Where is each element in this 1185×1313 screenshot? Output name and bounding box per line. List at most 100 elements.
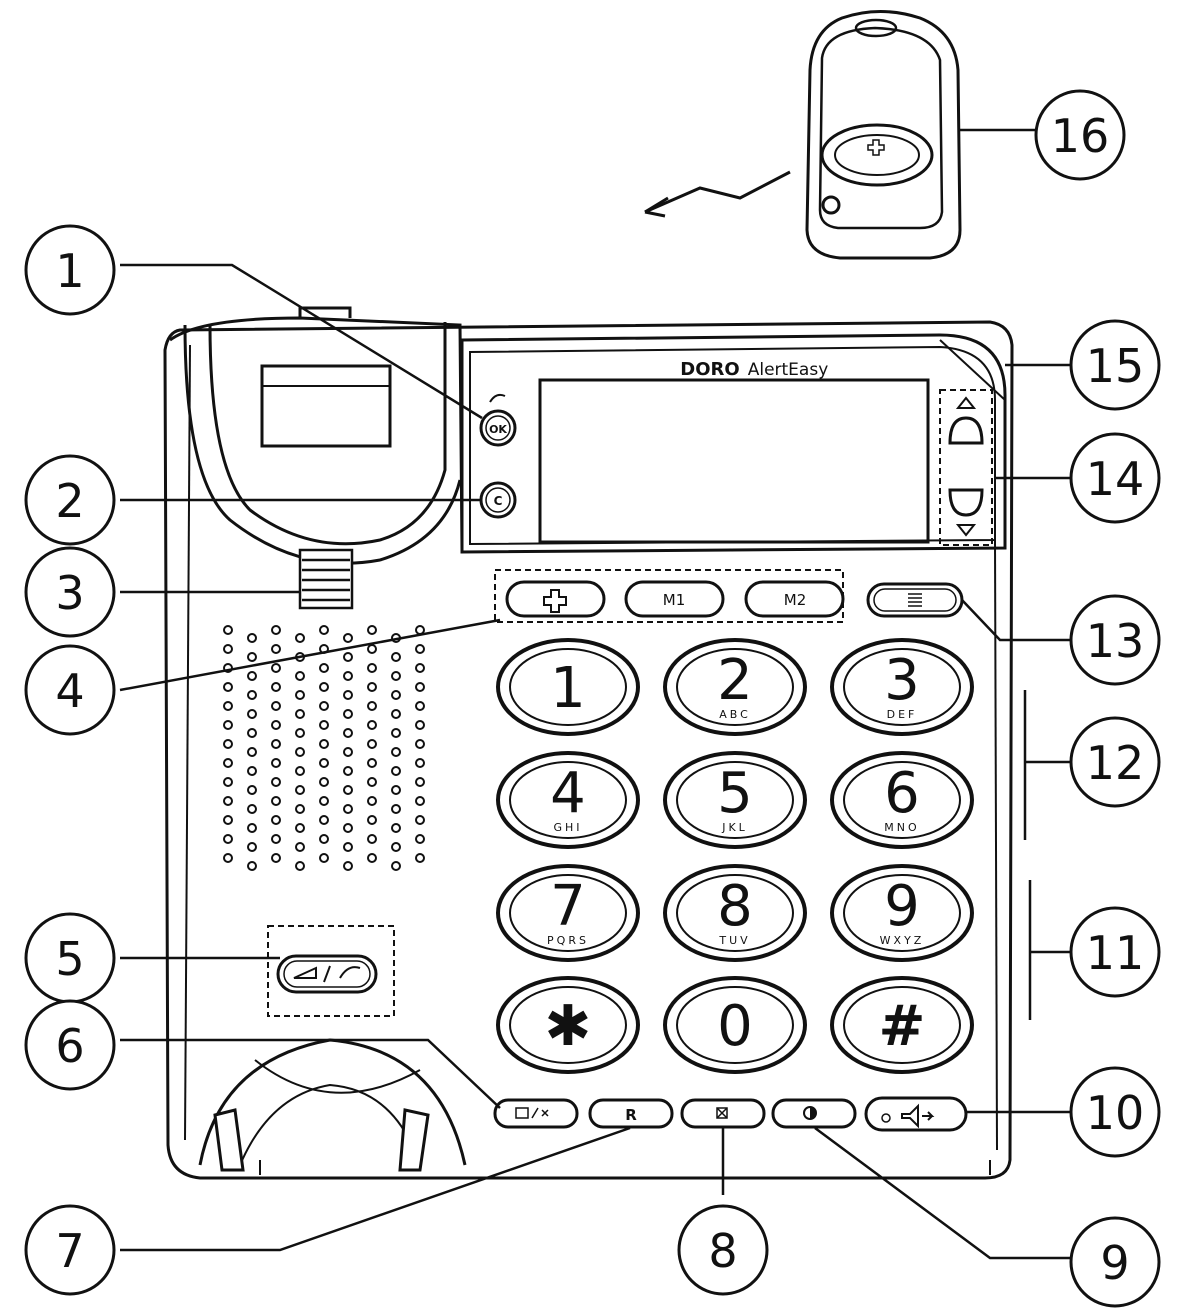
grille-hole: [247, 785, 257, 795]
emergency-button[interactable]: [505, 580, 606, 618]
speakerphone-button[interactable]: [864, 1096, 968, 1132]
grille-hole: [415, 663, 425, 673]
menu-lines-icon: [908, 593, 922, 607]
grille-hole: [319, 777, 329, 787]
speakerphone-icon: [901, 1103, 935, 1129]
callout-14: 14: [1069, 432, 1161, 524]
key-1[interactable]: 1: [496, 638, 640, 736]
scroll-up-button[interactable]: [948, 416, 984, 445]
grille-hole: [343, 747, 353, 757]
grille-hole: [247, 766, 257, 776]
m2-label: M2: [784, 591, 807, 609]
grille-hole: [223, 663, 233, 673]
handset-icon: [489, 393, 506, 403]
grille-hole: [247, 842, 257, 852]
grille-hole: [343, 785, 353, 795]
arrow-up-icon: [955, 396, 977, 409]
clear-label: C: [494, 494, 503, 508]
grille-hole: [343, 804, 353, 814]
m2-button[interactable]: M2: [744, 580, 845, 618]
grille-hole: [223, 739, 233, 749]
grille-hole: [391, 728, 401, 738]
grille-hole: [223, 701, 233, 711]
alarm-pendant: [805, 10, 962, 260]
grille-hole: [415, 853, 425, 863]
grille-hole: [223, 682, 233, 692]
grille-hole: [343, 728, 353, 738]
recall-button[interactable]: R: [588, 1098, 674, 1129]
grille-hole: [271, 625, 281, 635]
key-digit: 7: [550, 874, 586, 939]
callout-number: 5: [55, 932, 84, 986]
grille-hole: [343, 842, 353, 852]
grille-hole: [367, 796, 377, 806]
emergency-cross-icon: [543, 589, 567, 613]
callout-10: 10: [1069, 1066, 1161, 1158]
grille-hole: [271, 834, 281, 844]
redial-icon: [716, 1107, 728, 1119]
grille-hole: [343, 861, 353, 871]
callout-number: 7: [55, 1224, 84, 1278]
scroll-buttons: [939, 389, 993, 546]
grille-hole: [415, 720, 425, 730]
callout-number: 14: [1086, 452, 1145, 506]
grille-hole: [343, 690, 353, 700]
grille-hole: [271, 853, 281, 863]
key-12[interactable]: #: [830, 976, 974, 1074]
callout-number: 12: [1086, 736, 1145, 790]
m1-label: M1: [663, 591, 686, 609]
m1-button[interactable]: M1: [624, 580, 725, 618]
ok-button[interactable]: OK: [479, 393, 517, 447]
grille-hole: [247, 747, 257, 757]
key-10[interactable]: ✱: [496, 976, 640, 1074]
clear-button[interactable]: C: [479, 481, 517, 519]
grille-hole: [319, 796, 329, 806]
grille-hole: [415, 739, 425, 749]
grille-hole: [367, 663, 377, 673]
grille-hole: [367, 834, 377, 844]
brand-logo: DORO: [680, 359, 739, 380]
callout-number: 2: [55, 474, 84, 528]
recall-label: R: [625, 1106, 637, 1124]
callout-5: 5: [24, 912, 116, 1004]
grille-hole: [391, 747, 401, 757]
scroll-down-button[interactable]: [948, 488, 984, 517]
contrast-button[interactable]: [771, 1098, 857, 1129]
phonebook-mute-button[interactable]: [493, 1098, 579, 1129]
key-11[interactable]: 0: [663, 976, 807, 1074]
key-letters: WXYZ: [880, 934, 925, 947]
grille-hole: [319, 720, 329, 730]
grille-hole: [271, 644, 281, 654]
grille-hole: [223, 625, 233, 635]
phonebook-mute-icon: [515, 1107, 549, 1119]
grille-hole: [295, 766, 305, 776]
callout-9: 9: [1069, 1216, 1161, 1308]
key-letters: TUV: [718, 934, 750, 947]
menu-button[interactable]: [866, 582, 964, 618]
ringer-volume-button[interactable]: [276, 954, 378, 994]
grille-hole: [367, 853, 377, 863]
callout-leaders: [119, 128, 1075, 1260]
key-letters: JKL: [721, 821, 748, 834]
grille-hole: [343, 633, 353, 643]
redial-button[interactable]: [680, 1098, 766, 1129]
callout-7: 7: [24, 1204, 116, 1296]
grille-hole: [367, 701, 377, 711]
grille-hole: [415, 682, 425, 692]
grille-hole: [295, 728, 305, 738]
callout-number: 16: [1051, 109, 1110, 163]
key-digit: 3: [884, 648, 920, 713]
grille-hole: [319, 663, 329, 673]
grille-hole: [295, 823, 305, 833]
signal-zigzag-arrow: [644, 170, 791, 218]
volume-ringer-icon: [293, 965, 361, 983]
